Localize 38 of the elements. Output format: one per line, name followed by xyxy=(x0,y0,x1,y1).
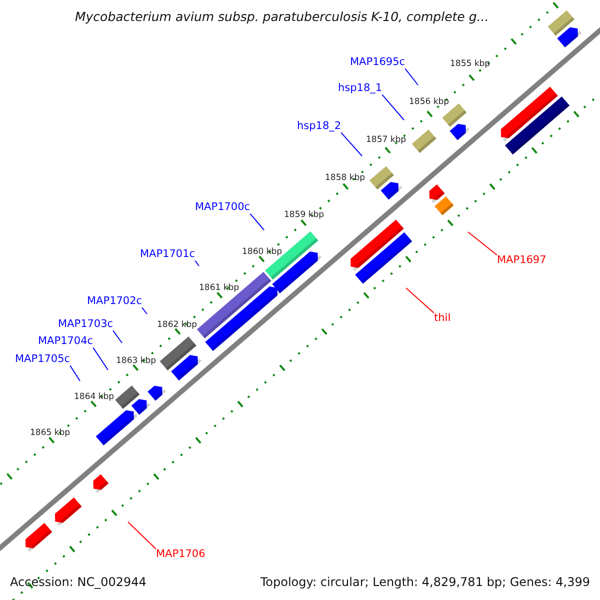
tick-label: 1864 kbp xyxy=(74,393,114,402)
tick-label: 1858 kbp xyxy=(325,174,366,184)
gene-label: MAP1705c xyxy=(15,354,70,366)
gene-label: hsp18_1 xyxy=(338,83,382,95)
leader-line xyxy=(250,213,264,230)
leader-line xyxy=(468,232,498,256)
leader-line xyxy=(70,365,80,382)
tick-label: 1862 kbp xyxy=(157,321,198,330)
leader-line xyxy=(340,132,362,156)
gene-label: hsp18_2 xyxy=(297,121,342,133)
tick-label: 1863 kbp xyxy=(116,357,156,366)
gene-label: MAP1695c xyxy=(350,57,406,69)
leader-line xyxy=(128,522,156,550)
genome-info-text: Topology: circular; Length: 4,829,781 bp; Genes: 4,399 xyxy=(260,576,590,590)
tick-label: 1857 kbp xyxy=(366,136,406,146)
leader-line xyxy=(382,94,404,120)
map-title: Mycobacterium avium subsp. paratuberculosis K-10, complete g... xyxy=(75,10,489,24)
gene-label: thiI xyxy=(434,313,451,325)
leader-line xyxy=(92,347,108,370)
gene-label: MAP1704c xyxy=(38,336,94,348)
gene-label: MAP1702c xyxy=(87,296,142,308)
tick-label: 1855 kbp xyxy=(450,60,490,70)
leader-line xyxy=(112,330,122,344)
tick-label: 1865 kbp xyxy=(30,429,70,438)
gene-label: MAP1703c xyxy=(58,319,114,331)
gene-label: MAP1706 xyxy=(156,549,206,561)
leader-line xyxy=(194,260,200,266)
leader-line xyxy=(142,307,148,314)
tick-label: 1859 kbp xyxy=(284,211,324,220)
leader-line xyxy=(404,68,418,86)
accession-text: Accession: NC_002944 xyxy=(10,576,146,590)
tick-label: 1861 kbp xyxy=(199,284,240,294)
gene-label: MAP1700c xyxy=(195,202,250,214)
gene-label: MAP1697 xyxy=(497,255,546,267)
tick-label: 1856 kbp xyxy=(409,98,450,108)
tick-label: 1860 kbp xyxy=(242,248,282,258)
leader-line xyxy=(406,288,434,314)
gene-label: MAP1701c xyxy=(140,249,196,261)
